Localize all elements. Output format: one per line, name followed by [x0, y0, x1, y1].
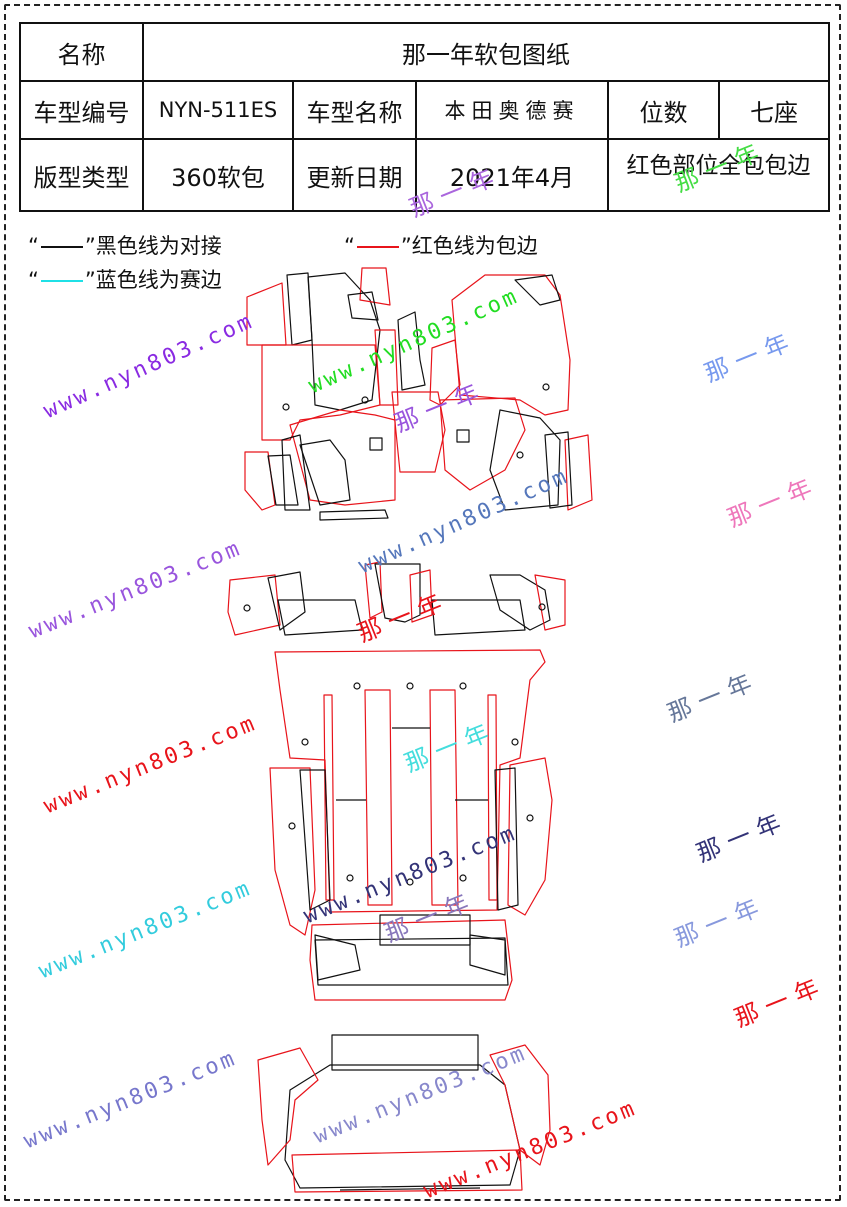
legend-black: “”黑色线为对接 [28, 234, 222, 258]
legend-blue-line [40, 280, 83, 282]
type-label: 版型类型 [19, 138, 144, 212]
model-name-label: 车型名称 [292, 80, 417, 140]
center-floor [269, 649, 553, 936]
legend-blue: “”蓝色线为赛边 [28, 268, 222, 292]
model-name: 本田奥德赛 [415, 80, 609, 140]
name-label: 名称 [19, 22, 144, 82]
legend-red: “”红色线为包边 [344, 234, 538, 258]
model-code-label: 车型编号 [19, 80, 144, 140]
legend-red-line [356, 246, 399, 248]
legend-black-line [40, 246, 83, 248]
doc-title: 那一年软包图纸 [142, 22, 830, 82]
front-floor-group [244, 267, 593, 521]
info-table: 名称 那一年软包图纸 车型编号 NYN-511ES 车型名称 本田奥德赛 位数 … [19, 22, 830, 212]
type-value: 360软包 [142, 138, 294, 212]
seats-value: 七座 [718, 80, 830, 140]
page-border [4, 4, 841, 1201]
update-date: 2021年4月 [415, 138, 609, 212]
note: 红色部位全包包边 [607, 138, 830, 212]
trunk-section [257, 1034, 551, 1193]
update-label: 更新日期 [292, 138, 417, 212]
seats-label: 位数 [607, 80, 720, 140]
model-code: NYN-511ES [142, 80, 294, 140]
middle-row-group [227, 561, 566, 636]
rear-row-section [309, 914, 513, 1001]
